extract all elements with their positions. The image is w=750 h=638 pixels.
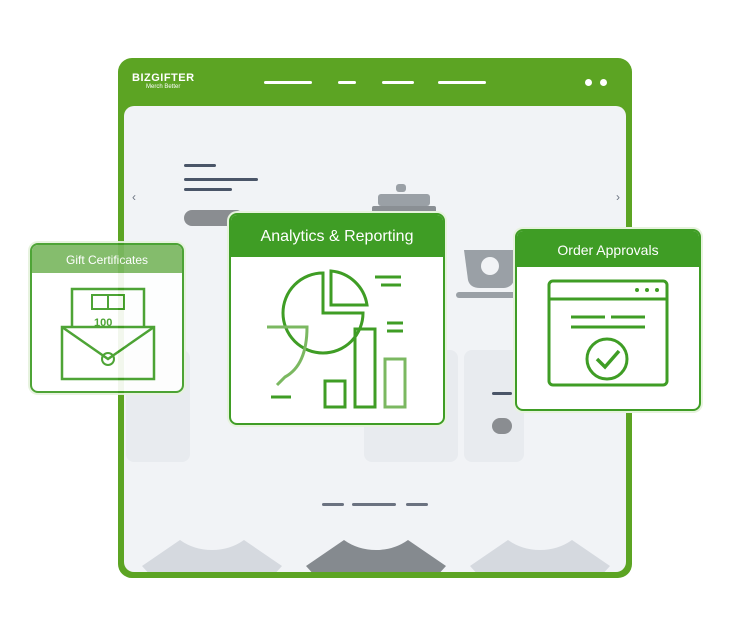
carousel-next-arrow[interactable]: ›	[616, 190, 620, 204]
pagination-dash[interactable]	[406, 503, 428, 506]
tshirt-icon[interactable]	[142, 536, 282, 572]
nav-placeholder-3[interactable]	[382, 81, 414, 84]
gift-certificates-title: Gift Certificates	[65, 253, 149, 267]
voucher-value: 100	[94, 317, 113, 329]
window-dot	[600, 79, 607, 86]
hero-text-line	[184, 188, 232, 191]
analytics-reporting-title: Analytics & Reporting	[260, 228, 414, 245]
hero-text-line	[184, 178, 258, 181]
approval-check-icon	[547, 279, 669, 387]
analytics-reporting-card[interactable]: Analytics & Reporting	[229, 213, 445, 425]
order-approvals-card[interactable]: Order Approvals	[515, 229, 701, 411]
carousel-prev-arrow[interactable]: ‹	[132, 190, 136, 204]
product-card[interactable]	[464, 350, 524, 462]
order-approvals-title: Order Approvals	[557, 242, 659, 258]
pagination-dash[interactable]	[352, 503, 396, 506]
gift-certificates-card[interactable]: Gift Certificates 100	[30, 243, 184, 393]
analytics-reporting-header: Analytics & Reporting	[231, 215, 443, 257]
nav-placeholder-2[interactable]	[338, 81, 356, 84]
card-button[interactable]	[492, 418, 512, 434]
brand-logo[interactable]: BIZGIFTER Merch Better	[132, 72, 195, 90]
window-dot	[585, 79, 592, 86]
tshirt-icon[interactable]	[470, 536, 610, 572]
order-approvals-header: Order Approvals	[517, 231, 699, 267]
tshirt-icon[interactable]	[306, 536, 446, 572]
hero-text-line	[184, 164, 216, 167]
gift-certificate-icon	[60, 287, 156, 381]
brand-tagline: Merch Better	[146, 84, 181, 90]
analytics-chart-icon	[267, 269, 407, 409]
gift-certificates-header: Gift Certificates	[32, 245, 182, 273]
brand-name: BIZGIFTER	[132, 72, 195, 84]
pagination-dash[interactable]	[322, 503, 344, 506]
nav-placeholder-4[interactable]	[438, 81, 486, 84]
nav-placeholder-1[interactable]	[264, 81, 312, 84]
card-text-line	[492, 392, 512, 395]
